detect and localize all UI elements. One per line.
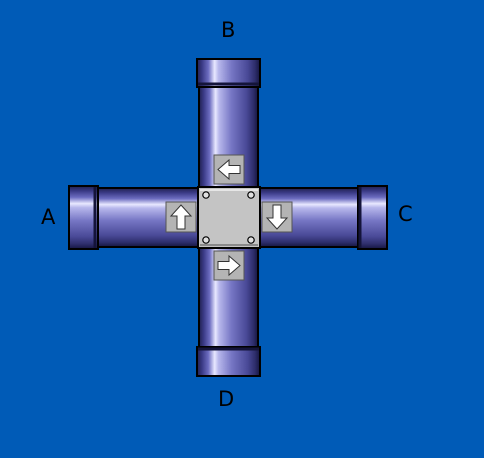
hub-bolt (202, 191, 210, 199)
pipe-end-cap-top (196, 58, 261, 88)
down-arrow-icon[interactable] (261, 201, 293, 233)
left-arrow-icon[interactable] (213, 154, 245, 185)
hub-bolt (202, 236, 210, 244)
junction-hub[interactable] (197, 186, 261, 249)
right-arrow-icon[interactable] (213, 250, 245, 281)
pipe-end-cap-right (357, 185, 388, 250)
pipe-end-cap-left (68, 185, 99, 250)
hub-bolt (247, 236, 255, 244)
hub-bolt (247, 191, 255, 199)
pipe-end-cap-bottom (196, 346, 261, 377)
endpoint-label-bottom: D (218, 387, 235, 411)
endpoint-label-right: C (398, 202, 413, 226)
endpoint-label-top: B (221, 18, 236, 42)
endpoint-label-left: A (41, 205, 56, 229)
up-arrow-icon[interactable] (165, 201, 197, 233)
